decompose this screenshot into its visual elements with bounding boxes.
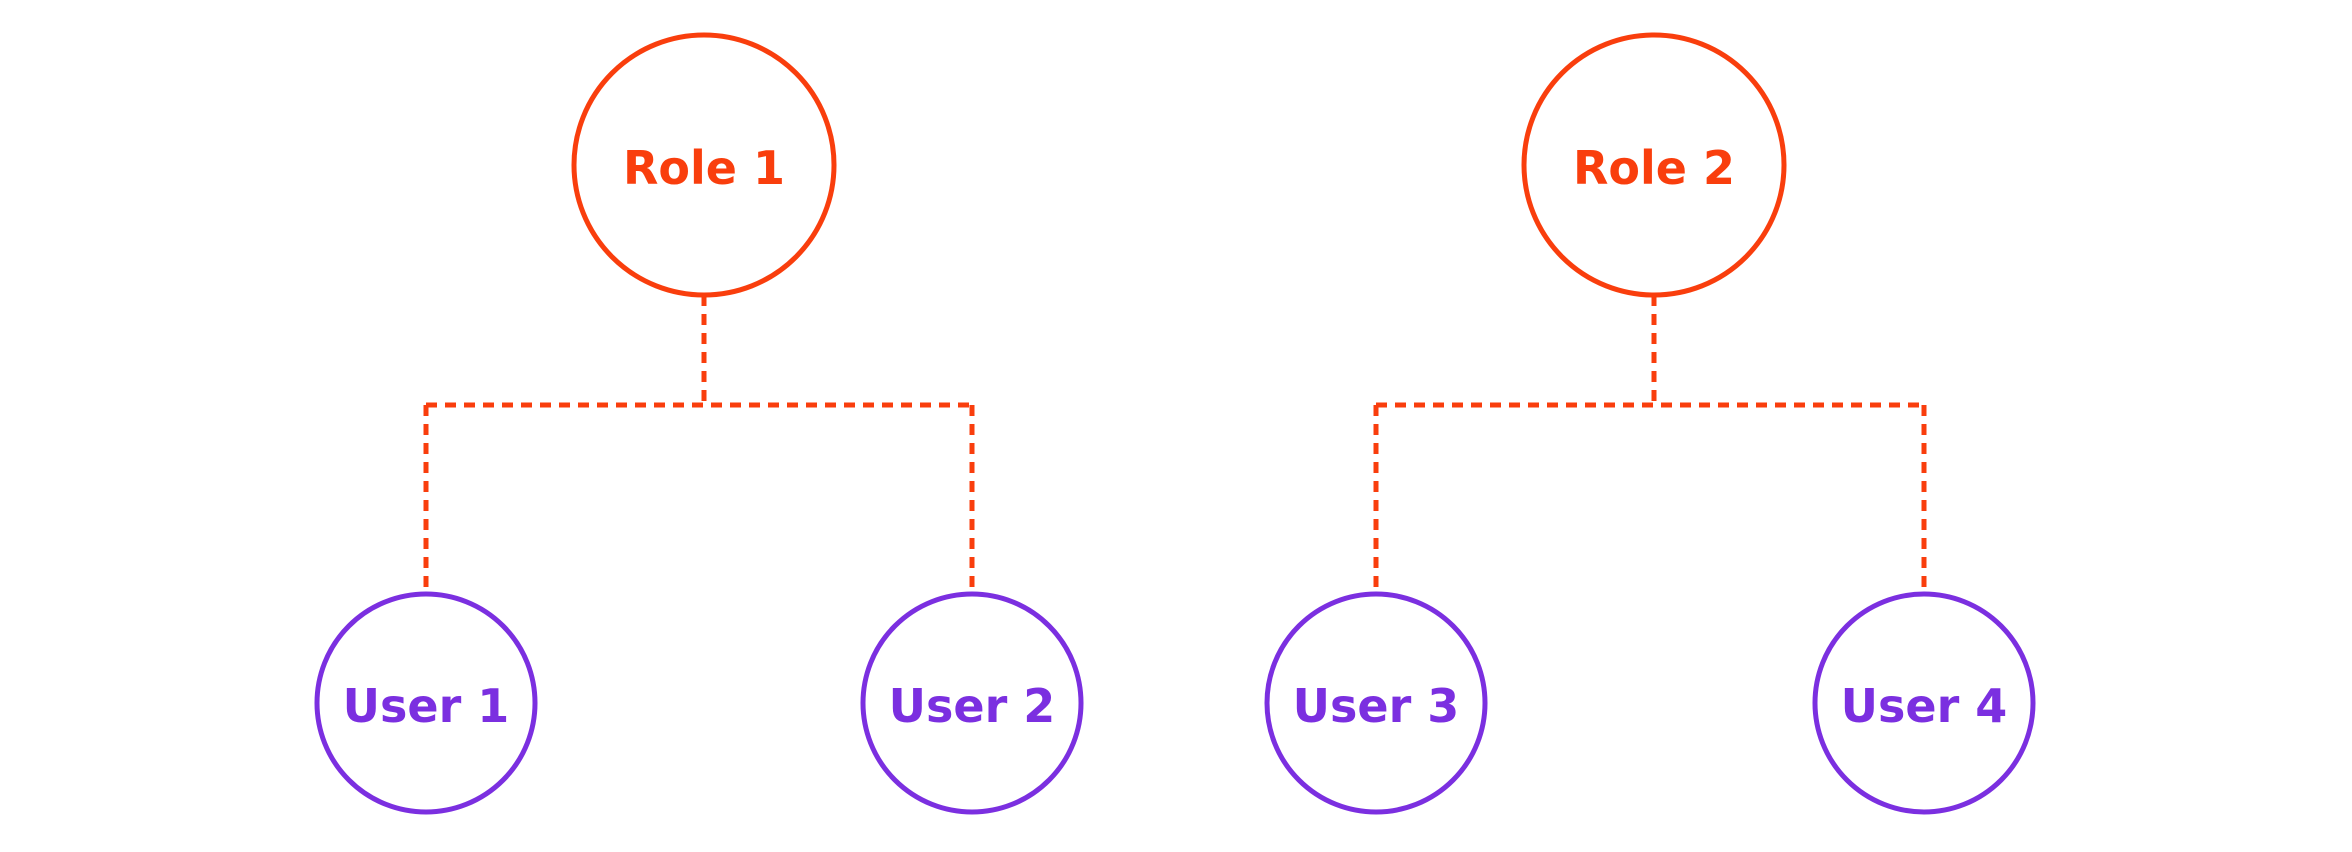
- user4-circle[interactable]: [1812, 591, 2036, 815]
- user1-circle[interactable]: [314, 591, 538, 815]
- edges-group: [423, 295, 1927, 594]
- user3-circle[interactable]: [1264, 591, 1488, 815]
- role2-circle[interactable]: [1521, 32, 1787, 298]
- user2-label: User 2: [889, 679, 1056, 733]
- role1-circle[interactable]: [571, 32, 837, 298]
- role1-label: Role 1: [623, 141, 785, 195]
- node-user3[interactable]: User 3: [1264, 591, 1488, 815]
- node-user1[interactable]: User 1: [314, 591, 538, 815]
- user1-label: User 1: [343, 679, 510, 733]
- user3-label: User 3: [1293, 679, 1460, 733]
- node-role1[interactable]: Role 1: [571, 32, 837, 298]
- node-user2[interactable]: User 2: [860, 591, 1084, 815]
- user4-label: User 4: [1841, 679, 2008, 733]
- role2-label: Role 2: [1573, 141, 1735, 195]
- node-user4[interactable]: User 4: [1812, 591, 2036, 815]
- node-role2[interactable]: Role 2: [1521, 32, 1787, 298]
- user2-circle[interactable]: [860, 591, 1084, 815]
